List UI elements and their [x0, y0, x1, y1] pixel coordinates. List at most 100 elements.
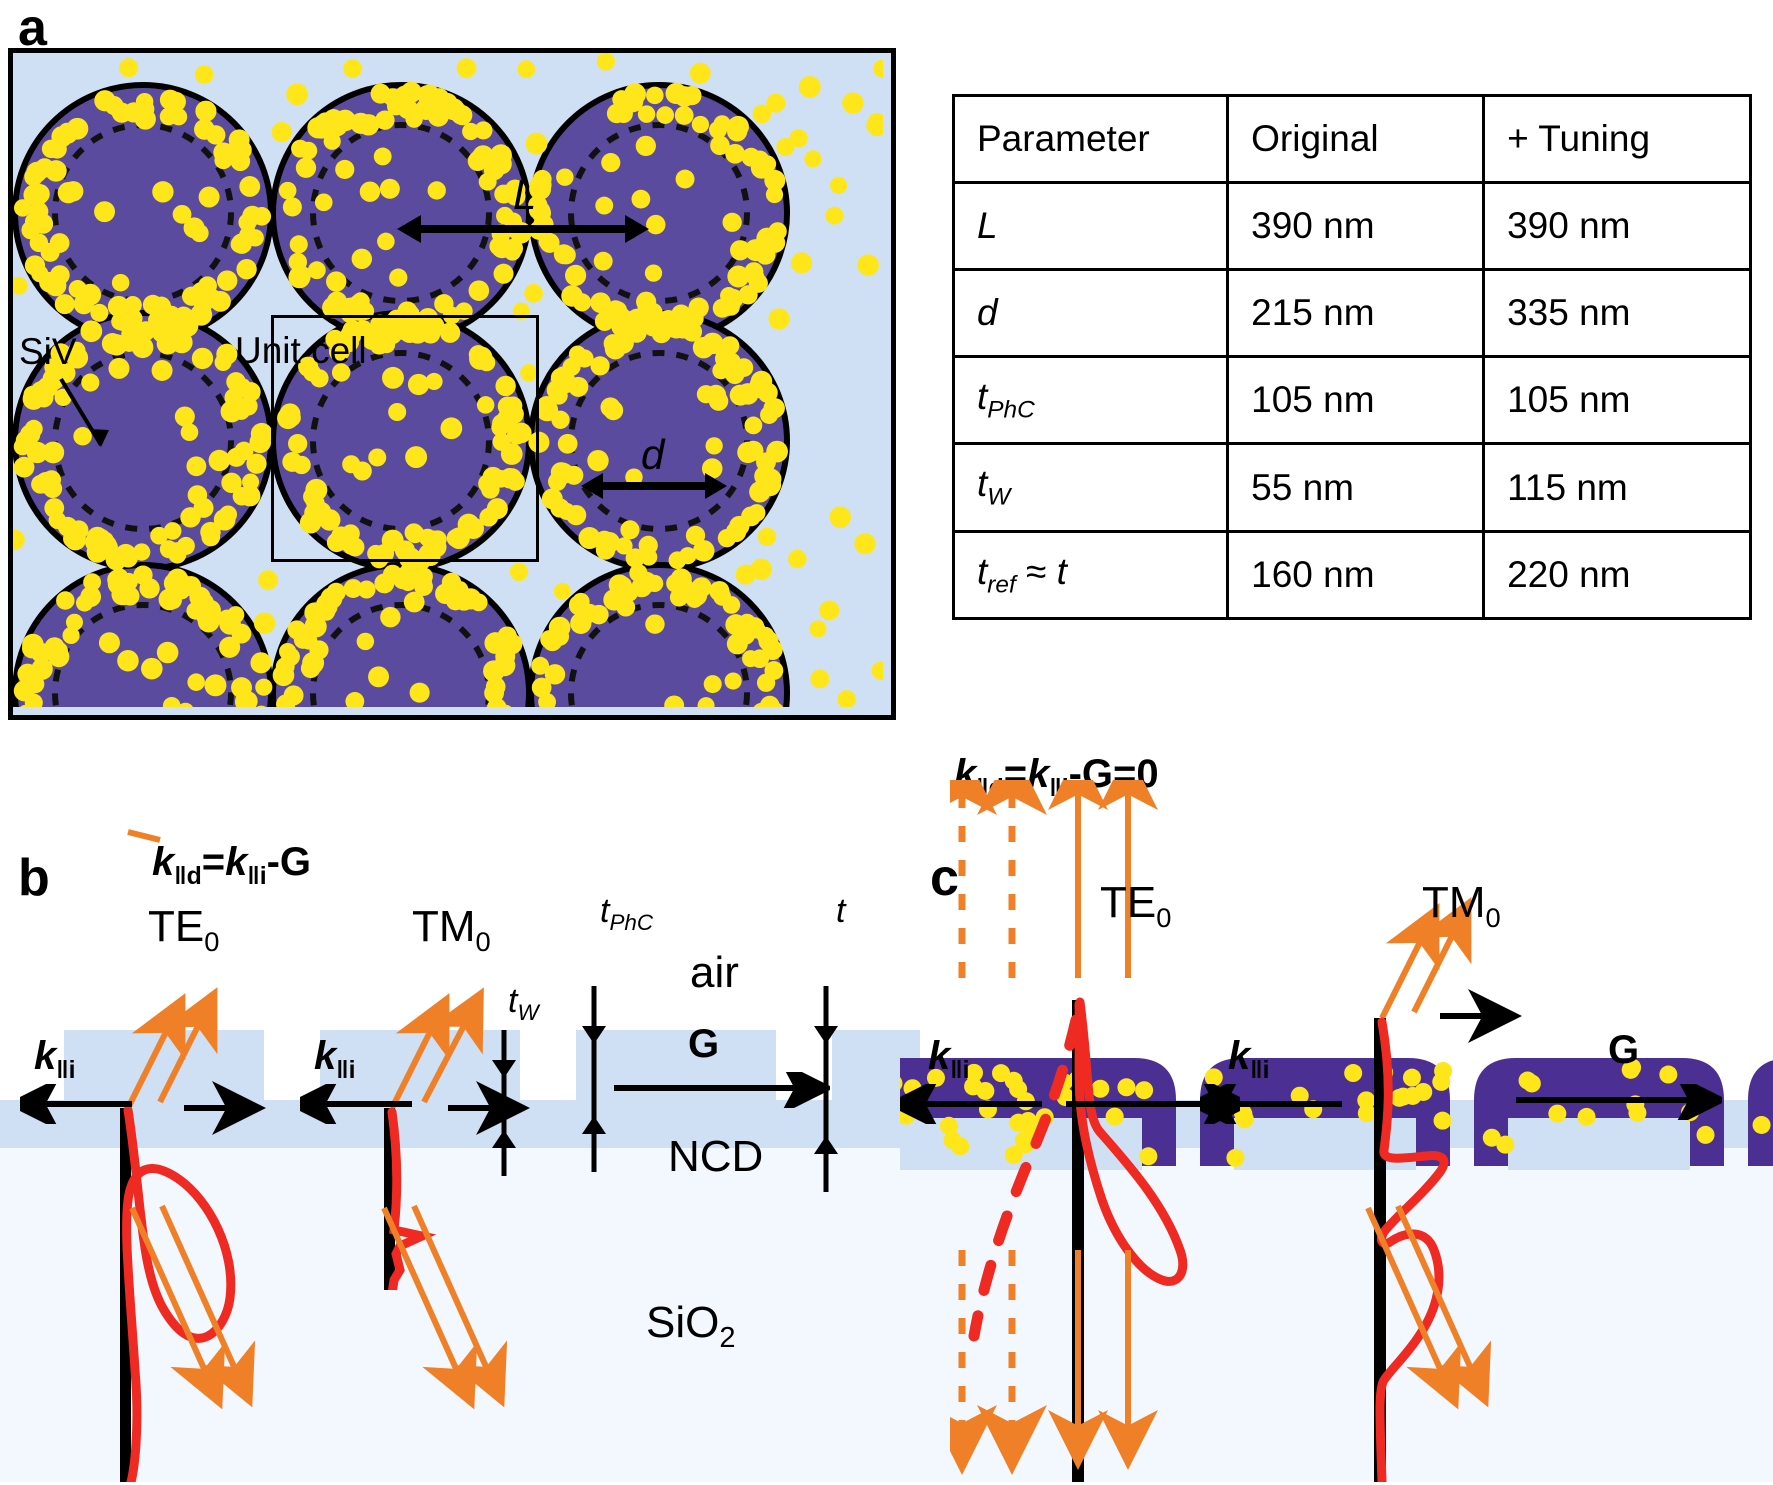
siv-dot: [525, 132, 548, 155]
panel-a-svg: [13, 53, 883, 707]
siv-dot: [620, 520, 640, 540]
siv-dot: [554, 371, 576, 393]
siv-dot: [1402, 1068, 1421, 1087]
table-cell-parameter: tref ≈ t: [951, 529, 1230, 621]
siv-dot: [281, 715, 302, 720]
siv-dot: [65, 613, 84, 631]
siv-dot: [750, 558, 773, 581]
siv-dot: [646, 86, 664, 105]
siv-dot: [328, 340, 350, 362]
siv-dot: [593, 251, 613, 271]
siv-dot: [829, 506, 851, 528]
siv-dot: [621, 90, 644, 113]
panel-b-t-w-arrow: [492, 1030, 516, 1176]
siv-dot: [483, 660, 505, 682]
siv-label: SiV: [19, 331, 77, 372]
siv-dot: [943, 1131, 962, 1150]
siv-dot: [766, 440, 788, 463]
siv-dot: [351, 248, 373, 270]
table-cell-tuning: 105 nm: [1482, 354, 1752, 446]
siv-dot: [220, 713, 240, 720]
siv-dot: [32, 712, 49, 720]
siv-dot: [510, 422, 532, 444]
siv-dot: [279, 403, 301, 425]
siv-dot: [150, 526, 168, 545]
siv-dot: [380, 606, 401, 628]
siv-dot: [256, 705, 266, 707]
siv-dot: [640, 548, 658, 566]
siv-dot: [1433, 1111, 1452, 1130]
siv-dot: [1482, 1128, 1501, 1147]
siv-dot: [474, 121, 493, 140]
siv-dot: [377, 232, 395, 251]
siv-dot: [344, 716, 361, 720]
siv-dot: [178, 702, 193, 707]
siv-dot: [107, 295, 130, 318]
panel-a-letter: a: [18, 0, 47, 57]
siv-dot: [287, 620, 307, 640]
panel-b-air-label: air: [690, 948, 739, 997]
siv-dot: [386, 97, 406, 116]
siv-dot: [766, 702, 784, 707]
siv-dot: [553, 582, 571, 600]
siv-dot: [556, 168, 574, 186]
siv-dot: [764, 169, 786, 191]
siv-dot: [379, 178, 400, 199]
siv-dot: [357, 114, 380, 136]
siv-dot: [331, 363, 351, 382]
siv-dot: [13, 276, 28, 295]
siv-dot: [509, 562, 529, 582]
siv-dot: [62, 626, 80, 645]
table-cell-tuning: 115 nm: [1482, 442, 1752, 533]
siv-dot: [603, 589, 625, 611]
siv-dot: [705, 437, 723, 455]
siv-dot: [163, 591, 182, 610]
siv-dot: [236, 259, 257, 280]
siv-dot: [866, 114, 883, 137]
siv-dot: [24, 167, 43, 187]
siv-dot: [382, 366, 404, 389]
siv-dot: [481, 480, 500, 499]
phc-hole-inner-dashed: [310, 350, 492, 532]
siv-dot: [278, 181, 297, 200]
siv-dot: [375, 110, 395, 130]
siv-dot: [304, 503, 323, 523]
siv-dot: [388, 402, 407, 422]
siv-dot: [939, 1116, 958, 1135]
panel-b-te-down-beams: [129, 1204, 256, 1410]
panel-c-te-mode-label: TE0: [1100, 878, 1172, 933]
siv-dot: [73, 293, 95, 315]
siv-dot: [141, 657, 163, 680]
siv-dot: [423, 530, 445, 552]
siv-dot: [246, 229, 264, 247]
siv-dot: [646, 214, 666, 235]
siv-dot: [766, 93, 786, 113]
panel-b-t-phc-label: tPhC: [600, 892, 654, 935]
siv-dot: [600, 397, 621, 418]
siv-dot: [258, 570, 279, 591]
siv-dot: [318, 509, 341, 531]
siv-dot: [636, 291, 657, 312]
siv-dot: [1752, 1115, 1771, 1134]
siv-dot: [764, 661, 784, 680]
siv-dot: [105, 549, 127, 571]
siv-dot: [192, 591, 212, 610]
siv-dot: [520, 364, 538, 382]
siv-dot: [830, 176, 848, 194]
siv-dot: [117, 649, 139, 672]
siv-dot: [58, 124, 78, 144]
siv-dot: [752, 104, 772, 124]
siv-dot: [685, 525, 706, 546]
siv-dot: [625, 468, 643, 486]
siv-dot: [239, 176, 261, 197]
siv-dot: [809, 620, 827, 638]
panel-c-letter: c: [930, 849, 959, 907]
siv-dot: [194, 65, 214, 85]
siv-dot: [679, 547, 697, 565]
siv-dot: [467, 151, 488, 172]
siv-dot: [758, 630, 779, 652]
siv-dot: [286, 83, 309, 106]
siv-dot: [548, 713, 566, 720]
